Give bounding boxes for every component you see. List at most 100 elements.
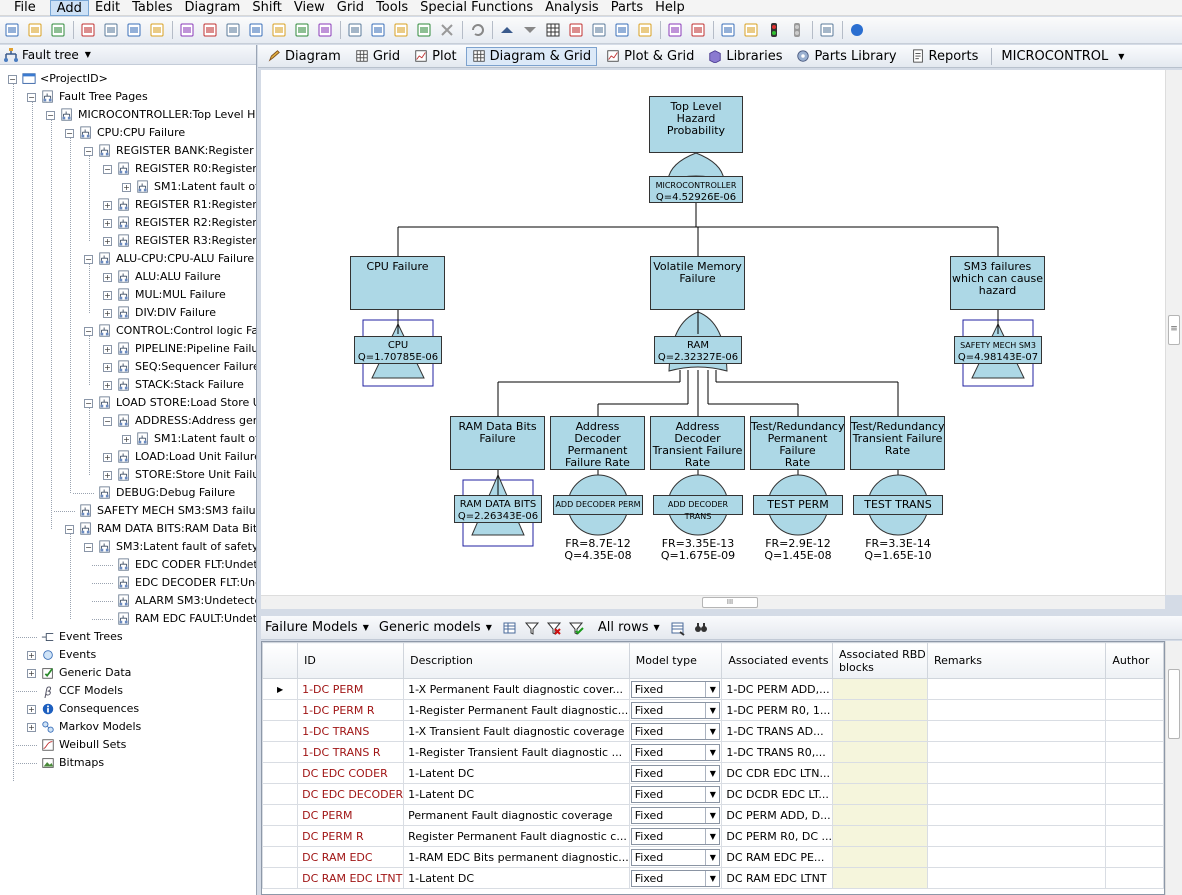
cell-description[interactable]: 1-Register Permanent Fault diagnostic...	[403, 699, 630, 721]
row-selector[interactable]	[262, 699, 299, 721]
cell-model-type[interactable]: Fixed▼	[628, 825, 723, 847]
cell-associated-rbd[interactable]	[831, 846, 929, 868]
cell-associated-events[interactable]: DC PERM ADD, D...	[721, 804, 833, 826]
cell-author[interactable]	[1105, 741, 1164, 763]
cell-id[interactable]: DC EDC CODER	[297, 762, 405, 784]
paste-icon[interactable]	[392, 21, 410, 39]
expand-icon[interactable]: +	[27, 704, 36, 714]
menu-analysis[interactable]: Analysis	[545, 0, 599, 15]
expand-icon[interactable]: +	[103, 452, 112, 462]
chevron-down-icon[interactable]: ▼	[705, 828, 719, 844]
tree-node[interactable]: EDC CODER FLT:Undete	[117, 556, 256, 574]
tree-node[interactable]: +SM1:Latent fault of	[122, 178, 256, 196]
new-icon[interactable]	[3, 21, 21, 39]
collapse-icon[interactable]: −	[84, 254, 93, 264]
chevron-down-icon[interactable]: ▼	[705, 744, 719, 760]
collapse-icon[interactable]: −	[103, 164, 112, 174]
cell-associated-events[interactable]: 1-DC PERM R0, 1...	[721, 699, 833, 721]
tree-node[interactable]: −REGISTER R0:Register I	[103, 160, 256, 178]
cell-model-type[interactable]: Fixed▼	[628, 783, 723, 805]
menu-view[interactable]: View	[293, 0, 325, 15]
cell-description[interactable]: 1-Latent DC	[403, 867, 630, 889]
menu-edit[interactable]: Edit	[94, 0, 121, 15]
collapse-icon[interactable]: −	[84, 146, 93, 156]
move-up-icon[interactable]	[498, 21, 516, 39]
tree-node[interactable]: +DIV:DIV Failure	[103, 304, 216, 322]
gray-light-icon[interactable]	[788, 21, 806, 39]
row-selector[interactable]	[262, 720, 299, 742]
expand-icon[interactable]: +	[103, 470, 112, 480]
cell-model-type[interactable]: Fixed▼	[628, 846, 723, 868]
column-header[interactable]: Associated RBD blocks	[831, 642, 929, 679]
expand-icon[interactable]: +	[103, 344, 112, 354]
event-name[interactable]: ADD DECODER PERM	[553, 495, 643, 515]
tree-node[interactable]: +Markov Models	[27, 718, 141, 736]
add-transfer-icon[interactable]	[224, 21, 242, 39]
tree-node[interactable]: +STACK:Stack Failure	[103, 376, 244, 394]
delete-icon[interactable]	[438, 21, 456, 39]
chevron-down-icon[interactable]: ▼	[705, 723, 719, 739]
cell-associated-rbd[interactable]	[831, 720, 929, 742]
cell-model-type[interactable]: Fixed▼	[628, 804, 723, 826]
tree-node[interactable]: −CONTROL:Control logic Failu	[84, 322, 256, 340]
tree-node[interactable]: +LOAD:Load Unit Failure	[103, 448, 256, 466]
cell-associated-rbd[interactable]	[831, 678, 929, 700]
tree-node[interactable]: +SM1:Latent fault of	[122, 430, 256, 448]
model-type-select[interactable]: Fixed▼	[630, 722, 721, 740]
tree-node[interactable]: +SEQ:Sequencer Failure	[103, 358, 256, 376]
expand-icon[interactable]: +	[27, 722, 36, 732]
cell-associated-rbd[interactable]	[831, 699, 929, 721]
tree-node[interactable]: Event Trees	[41, 628, 123, 646]
row-selector[interactable]	[262, 741, 299, 763]
column-header[interactable]: Description	[403, 642, 630, 679]
tree-node[interactable]: −CPU:CPU Failure	[65, 124, 185, 142]
event-description[interactable]: Address Decoder Transient Failure Rate	[650, 416, 745, 470]
cell-author[interactable]	[1105, 699, 1164, 721]
edit-icon[interactable]	[79, 21, 97, 39]
tau-icon[interactable]	[102, 21, 120, 39]
tree-node[interactable]: +MUL:MUL Failure	[103, 286, 226, 304]
model-type-select[interactable]: Fixed▼	[630, 848, 721, 866]
filter-icon[interactable]	[524, 620, 540, 636]
cell-description[interactable]: Register Permanent Fault diagnostic c...	[403, 825, 630, 847]
model-type-select[interactable]: Fixed▼	[630, 785, 721, 803]
menu-tables[interactable]: Tables	[132, 0, 173, 15]
save-icon[interactable]	[49, 21, 67, 39]
cut-icon[interactable]	[346, 21, 364, 39]
expand-icon[interactable]: +	[27, 668, 36, 678]
help-icon[interactable]	[848, 21, 866, 39]
collapse-icon[interactable]: −	[27, 92, 36, 102]
cell-id[interactable]: 1-DC TRANS R	[297, 741, 405, 763]
cell-associated-events[interactable]: 1-DC TRANS AD...	[721, 720, 833, 742]
failure-models-dropdown[interactable]: Failure Models▼	[265, 620, 369, 635]
tree-node[interactable]: +STORE:Store Unit Failur	[103, 466, 256, 484]
model-type-select[interactable]: Fixed▼	[630, 806, 721, 824]
cell-description[interactable]: 1-X Permanent Fault diagnostic cover...	[403, 678, 630, 700]
cell-id[interactable]: DC PERM R	[297, 825, 405, 847]
menu-special-functions[interactable]: Special Functions	[420, 0, 534, 15]
shift-icon[interactable]	[636, 21, 654, 39]
cell-remarks[interactable]	[927, 867, 1107, 889]
cell-author[interactable]	[1105, 825, 1164, 847]
table-icon[interactable]	[544, 21, 562, 39]
cell-associated-events[interactable]: DC CDR EDC LTN...	[721, 762, 833, 784]
cell-model-type[interactable]: Fixed▼	[628, 720, 723, 742]
clear-filter-icon[interactable]	[546, 620, 562, 636]
cell-associated-events[interactable]: DC RAM EDC LTNT	[721, 867, 833, 889]
tree-node[interactable]: EDC DECODER FLT:Unde	[117, 574, 256, 592]
menu-add[interactable]: Add	[49, 0, 89, 16]
model-type-select[interactable]: Fixed▼	[630, 869, 721, 887]
menu-parts[interactable]: Parts	[610, 0, 644, 15]
expand-icon[interactable]: +	[103, 272, 112, 282]
tree-node[interactable]: SAFETY MECH SM3:SM3 failure	[79, 502, 256, 520]
scroll-thumb[interactable]: III	[702, 597, 758, 608]
chevron-down-icon[interactable]: ▼	[84, 50, 91, 59]
chevron-down-icon[interactable]: ▼	[705, 807, 719, 823]
cell-associated-events[interactable]: DC RAM EDC PE...	[721, 846, 833, 868]
